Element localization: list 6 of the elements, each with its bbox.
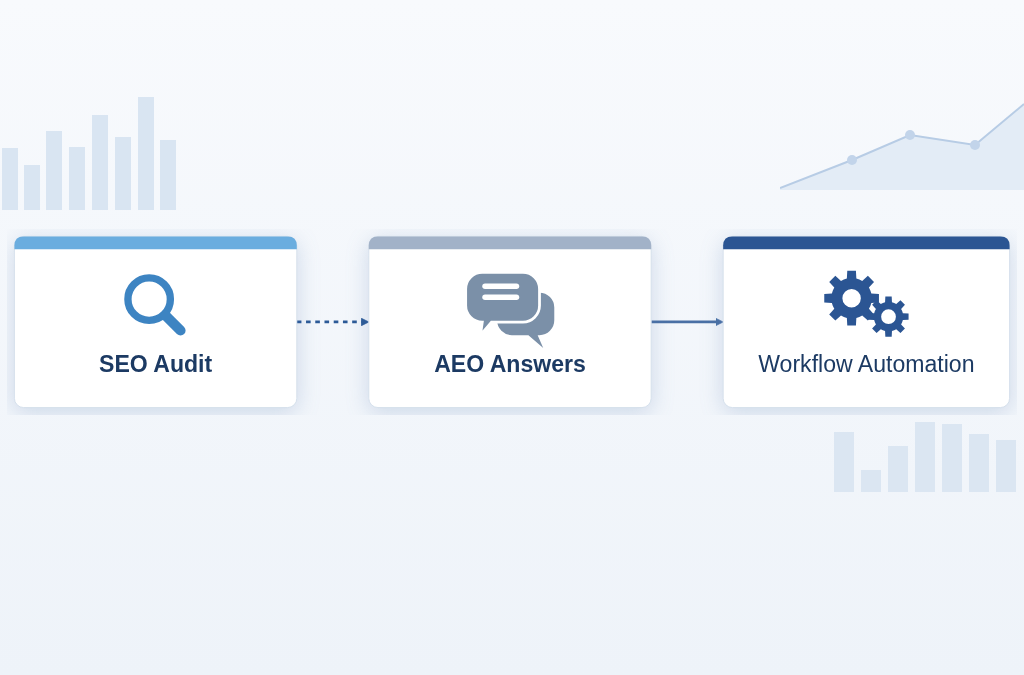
process-card bbox=[13, 235, 298, 409]
arrow bbox=[651, 317, 724, 327]
card-title: AEO Answers bbox=[434, 349, 586, 379]
card-title: SEO Audit bbox=[99, 349, 213, 379]
dashed-arrow bbox=[296, 317, 370, 327]
card-title: Workflow Automation bbox=[758, 349, 975, 379]
